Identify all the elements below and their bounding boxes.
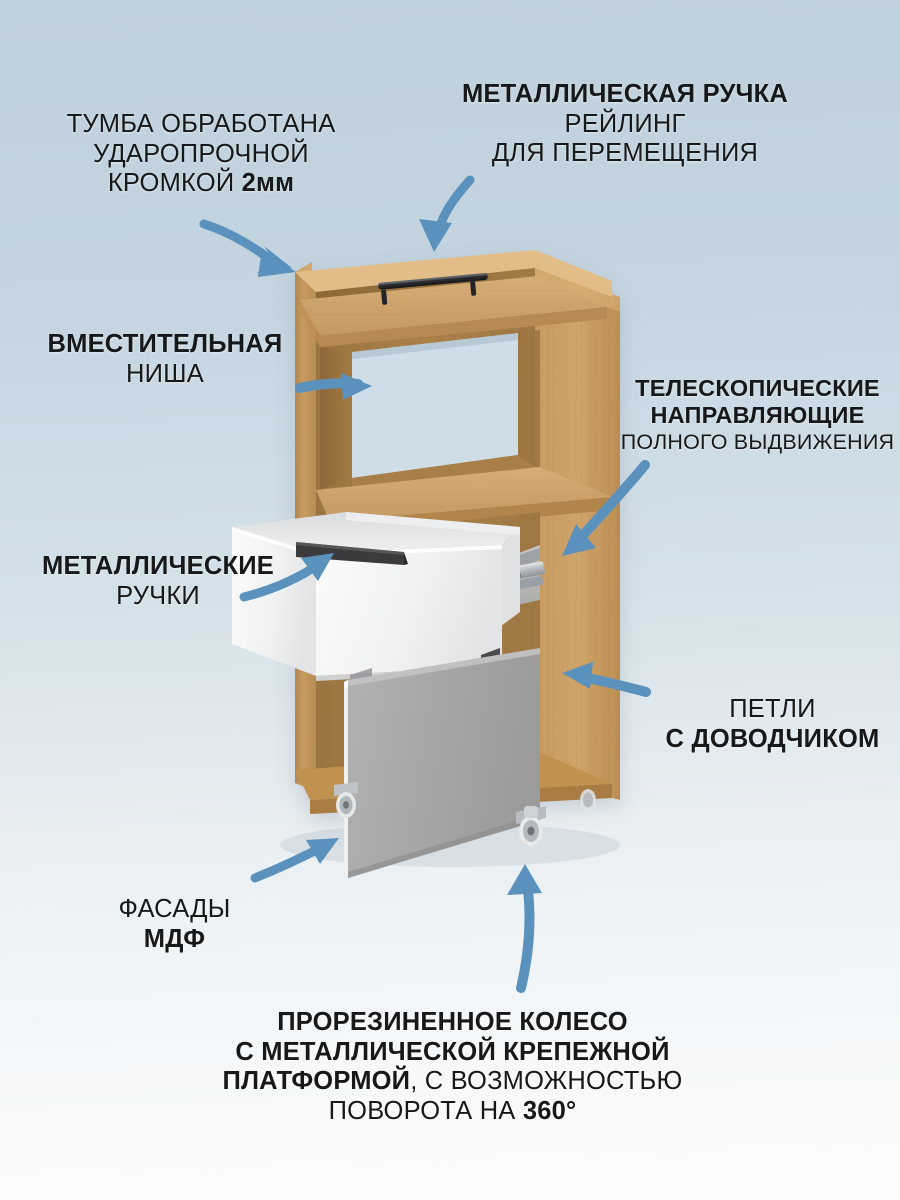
- callout-rubberized-wheel: ПРОРЕЗИНЕННОЕ КОЛЕСО С МЕТАЛЛИЧЕСКОЙ КРЕ…: [195, 1008, 710, 1126]
- drawer-right-wall: [497, 527, 520, 629]
- niche-opening: [352, 333, 518, 478]
- callout-niche-line1: ВМЕСТИТЕЛЬНАЯ: [47, 330, 283, 358]
- drawer-handle: [296, 542, 408, 565]
- top-shelf-front-edge: [320, 307, 607, 347]
- callout-wheel-line1: ПРОРЕЗИНЕННОЕ КОЛЕСО: [277, 1008, 628, 1036]
- door-panel: [348, 648, 540, 878]
- callout-hinges-line2: С ДОВОДЧИКОМ: [665, 724, 880, 753]
- callout-niche: ВМЕСТИТЕЛЬНАЯ НИША: [20, 330, 310, 389]
- callout-slides-line2: НАПРАВЛЯЮЩИЕ: [650, 402, 865, 429]
- callout-rail-line3: ДЛЯ ПЕРЕМЕЩЕНИЯ: [491, 139, 759, 168]
- callout-rail-line2: РЕЙЛИНГ: [564, 109, 686, 138]
- callout-edge: ТУМБА ОБРАБОТАНА УДАРОПРОЧНОЙ КРОМКОЙ 2м…: [36, 110, 366, 199]
- callout-telescopic-slides: ТЕЛЕСКОПИЧЕСКИЕ НАПРАВЛЯЮЩИЕ полного выд…: [620, 375, 895, 454]
- top-rail-handle: [378, 272, 488, 305]
- callout-mdf-fronts: ФАСАДЫ МДФ: [62, 895, 287, 954]
- callout-rail-handle: МЕТАЛЛИЧЕСКАЯ РУЧКА РЕЙЛИНГ ДЛЯ ПЕРЕМЕЩЕ…: [425, 80, 825, 169]
- callout-niche-line2: НИША: [126, 359, 204, 388]
- callout-wheel-line4a: ПОВОРОТА НА: [328, 1096, 523, 1125]
- callout-soft-close-hinges: ПЕТЛИ С ДОВОДЧИКОМ: [655, 695, 890, 754]
- callout-slides-line3: полного выдвижения: [620, 429, 895, 454]
- callout-edge-line2: УДАРОПРОЧНОЙ: [93, 139, 309, 168]
- callout-rail-line1: МЕТАЛЛИЧЕСКАЯ РУЧКА: [461, 80, 789, 108]
- callout-wheel-line3a: ПЛАТФОРМОЙ: [222, 1067, 411, 1096]
- caster-wheel-rear: [334, 782, 358, 818]
- callout-wheel-line4b: 360°: [522, 1096, 577, 1125]
- callout-edge-line3b: 2мм: [241, 169, 295, 198]
- caster-wheel-side: [580, 789, 596, 811]
- callout-wheel-line2: С МЕТАЛЛИЧЕСКОЙ КРЕПЕЖНОЙ: [235, 1037, 670, 1066]
- callout-handles-line1: МЕТАЛЛИЧЕСКИЕ: [42, 552, 274, 580]
- callout-slides-line1: ТЕЛЕСКОПИЧЕСКИЕ: [635, 375, 880, 401]
- callout-mdf-line2: МДФ: [143, 924, 206, 953]
- top-edge-highlight: [295, 250, 612, 297]
- callout-wheel-line3b: , С ВОЗМОЖНОСТЬЮ: [410, 1067, 683, 1096]
- callout-hinges-line1: ПЕТЛИ: [729, 695, 816, 723]
- callout-edge-line1: ТУМБА ОБРАБОТАНА: [66, 110, 336, 138]
- caster-wheel-front: [516, 806, 546, 846]
- callout-metal-handles: МЕТАЛЛИЧЕСКИЕ РУЧКИ: [8, 552, 308, 611]
- callout-mdf-line1: ФАСАДЫ: [118, 895, 231, 923]
- drawer-front: [316, 545, 502, 676]
- callout-edge-line3a: КРОМКОЙ: [107, 169, 242, 198]
- gray-door[interactable]: [344, 648, 540, 878]
- callout-handles-line2: РУЧКИ: [116, 581, 200, 610]
